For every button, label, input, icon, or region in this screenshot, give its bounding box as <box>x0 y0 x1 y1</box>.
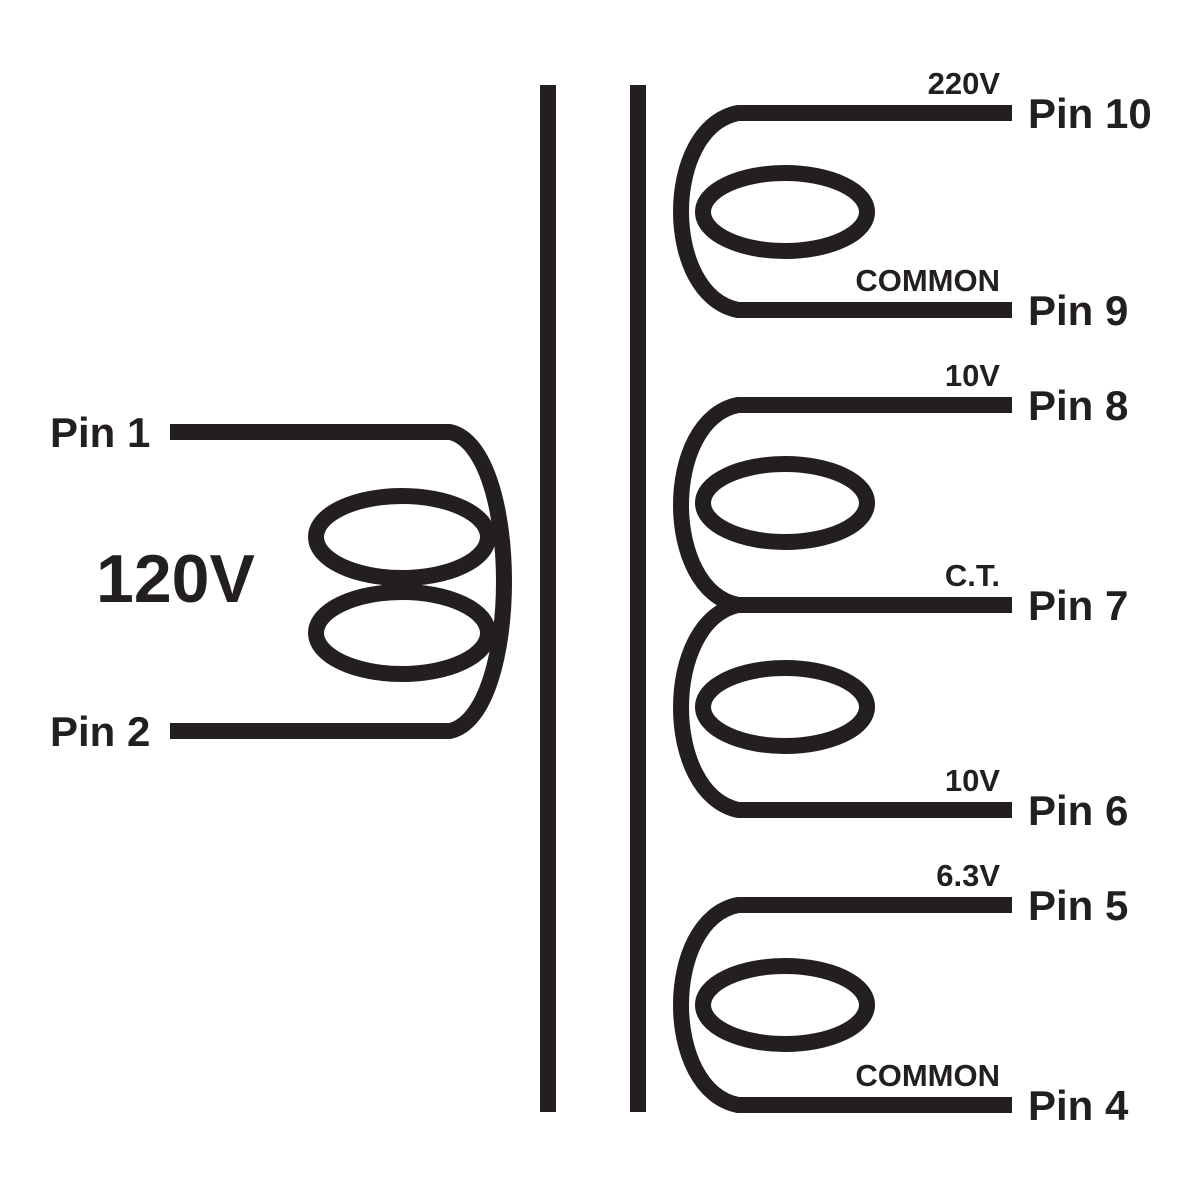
secondary-pin10-label: Pin 10 <box>1028 90 1152 137</box>
core <box>540 85 646 1112</box>
secondary-winding-220v <box>673 105 1012 318</box>
secondary-1-coil-path <box>673 105 1012 318</box>
secondary-winding-6v3 <box>673 897 1012 1113</box>
secondary-tap-common2-label: COMMON <box>855 1058 1000 1093</box>
secondary-tap-ct-label: C.T. <box>945 558 1000 593</box>
secondary-tap-6v3-label: 6.3V <box>936 858 1000 893</box>
secondary-1-turn <box>695 165 875 259</box>
secondary-tap-10v-upper-label: 10V <box>945 358 1000 393</box>
secondary-pin7-label: Pin 7 <box>1028 582 1128 629</box>
secondary-2-coil-path <box>673 397 1012 818</box>
secondary-pin6-label: Pin 6 <box>1028 787 1128 834</box>
primary-turn-2 <box>308 584 496 682</box>
primary-turn-1 <box>308 488 496 586</box>
secondary-pin5-label: Pin 5 <box>1028 882 1128 929</box>
secondary-winding-center-tapped <box>673 397 1012 818</box>
secondary-tap-10v-lower-label: 10V <box>945 763 1000 798</box>
secondary-3-turn <box>695 958 875 1052</box>
primary-pin2-label: Pin 2 <box>50 708 150 755</box>
secondary-2-turn-2 <box>695 660 875 754</box>
secondary-3-coil-path <box>673 897 1012 1113</box>
primary-labels: Pin 1 Pin 2 120V <box>50 409 255 755</box>
secondary-pin8-label: Pin 8 <box>1028 382 1128 429</box>
secondary-tap-220v-label: 220V <box>928 66 1001 101</box>
primary-winding <box>170 424 512 739</box>
secondary-labels: 220V Pin 10 COMMON Pin 9 10V Pin 8 C.T. … <box>855 66 1151 1129</box>
secondary-pin4-label: Pin 4 <box>1028 1082 1129 1129</box>
secondary-tap-common1-label: COMMON <box>855 263 1000 298</box>
secondary-pin9-label: Pin 9 <box>1028 287 1128 334</box>
primary-coil-path <box>170 424 512 739</box>
primary-voltage-label: 120V <box>96 541 255 617</box>
secondary-2-turn-1 <box>695 456 875 550</box>
primary-pin1-label: Pin 1 <box>50 409 150 456</box>
